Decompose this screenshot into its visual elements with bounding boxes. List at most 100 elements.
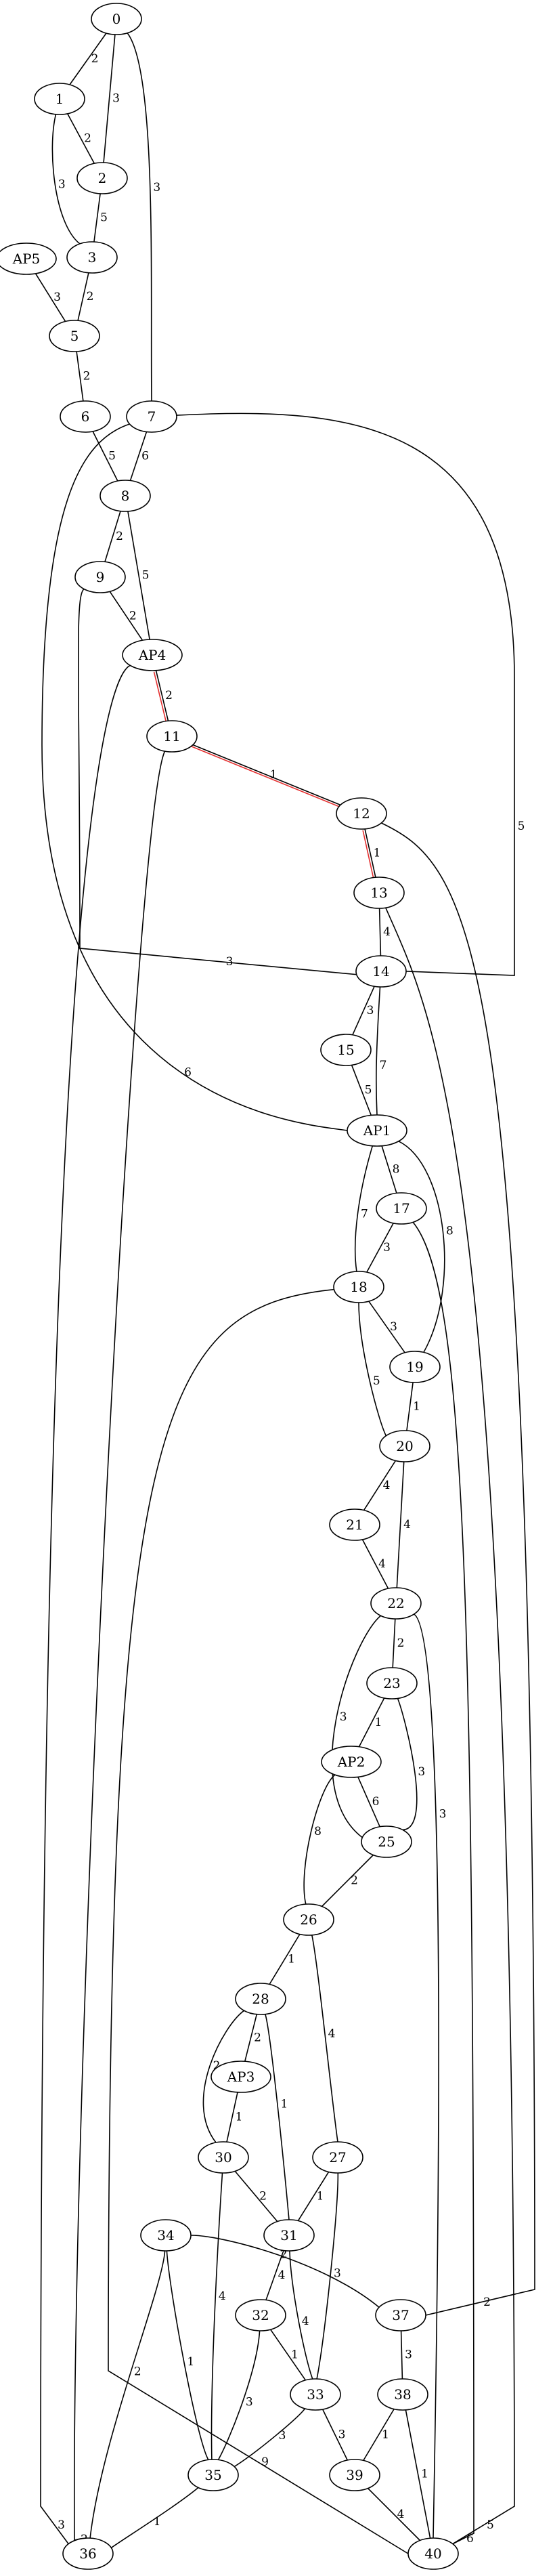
edge-13-40: [385, 907, 515, 2545]
node-shape-11: [146, 720, 198, 753]
node-label-27: 27: [329, 2149, 346, 2166]
node-9: 9: [74, 561, 126, 593]
edge-8-AP4: [127, 511, 150, 640]
node-8: 8: [99, 480, 151, 512]
node-shape-34: [140, 2219, 192, 2252]
edge-34-36: [89, 2250, 166, 2539]
edge-weight-39-40: 4: [397, 2508, 405, 2521]
edge-weight-14-AP1: 7: [380, 1059, 387, 1072]
node-label-8: 8: [121, 488, 130, 504]
node-21: 21: [329, 1508, 380, 1541]
node-33: 33: [290, 2378, 341, 2411]
edge-22-40: [414, 1613, 439, 2539]
edge-weight-0-2: 3: [112, 92, 120, 106]
node-label-18: 18: [350, 1279, 367, 1295]
node-shape-12: [336, 797, 387, 830]
edge-labels-layer: 2332353225665252323121245375878363591444…: [53, 52, 525, 2546]
edge-weight-31-32: 4: [278, 2268, 286, 2282]
edge-AP1-19: [398, 1141, 445, 1353]
edge-weight-AP2-25: 6: [372, 1795, 380, 1809]
edge-weight-AP4-11: 2: [165, 689, 173, 702]
edge-weight-27-31: 1: [317, 2190, 324, 2203]
node-label-17: 17: [393, 1200, 410, 1217]
node-shape-30: [198, 2141, 249, 2174]
node-label-15: 15: [337, 1042, 354, 1058]
node-25: 25: [361, 1825, 412, 1858]
node-shape-14: [355, 955, 407, 988]
node-label-26: 26: [300, 1912, 317, 1928]
edge-20-21: [363, 1460, 397, 1511]
node-label-AP3: AP3: [227, 2069, 255, 2085]
node-shape-AP2: [321, 1746, 382, 1778]
node-shape-6: [60, 400, 111, 433]
node-label-25: 25: [378, 1834, 395, 1850]
node-shape-AP4: [122, 639, 183, 671]
edge-weight-8-9: 2: [116, 530, 123, 543]
edge-weight-AP4-36: 3: [58, 2518, 65, 2532]
node-label-30: 30: [215, 2149, 231, 2166]
edge-38-39: [363, 2409, 395, 2461]
edge-AP3-30: [226, 2092, 238, 2142]
edge-1-3: [51, 114, 81, 245]
edge-weight-37-38: 3: [405, 2348, 412, 2362]
node-label-3: 3: [88, 249, 97, 266]
edge-28-30: [202, 2010, 245, 2143]
edge-38-40: [405, 2409, 431, 2539]
node-23: 23: [366, 1667, 418, 1699]
edge-weight-18-40: 9: [261, 2455, 269, 2469]
edge-22-23: [392, 1618, 396, 1668]
edge-0-2: [103, 34, 116, 163]
edge-35-36: [110, 2487, 199, 2549]
edge-13-14: [378, 908, 382, 956]
node-label-21: 21: [346, 1517, 363, 1533]
node-shape-39: [329, 2459, 380, 2491]
node-shape-AP5: [0, 242, 57, 275]
node-AP5: AP5: [0, 242, 57, 275]
node-label-20: 20: [396, 1438, 413, 1454]
node-shape-1: [34, 83, 85, 115]
edge-37-38: [400, 2330, 403, 2380]
node-shape-19: [389, 1351, 441, 1383]
node-label-14: 14: [372, 963, 389, 979]
node-label-9: 9: [96, 569, 105, 585]
edge-weight-8-AP4: 5: [142, 569, 150, 583]
edge-23-AP2: [358, 1697, 385, 1748]
edge-weight-35-36: 1: [154, 2515, 161, 2529]
node-label-11: 11: [163, 728, 180, 744]
edge-12-37: [381, 822, 535, 2316]
node-shape-13: [353, 877, 405, 909]
node-shape-18: [333, 1271, 384, 1303]
edge-14-15: [352, 986, 375, 1036]
edge-18-20: [358, 1302, 387, 1437]
edge-weight-AP5-5: 3: [53, 291, 61, 304]
node-label-34: 34: [157, 2227, 174, 2243]
edge-weight-33-39: 3: [338, 2428, 346, 2442]
edge-weight-22-23: 2: [397, 1637, 405, 1650]
node-shape-40: [407, 2537, 459, 2570]
edge-weight-20-21: 4: [383, 1479, 391, 1492]
node-shape-15: [320, 1034, 372, 1066]
highlight-edge-11-12: [190, 745, 339, 807]
node-label-22: 22: [387, 1595, 404, 1611]
node-13: 13: [353, 877, 405, 909]
node-19: 19: [389, 1351, 441, 1383]
node-1: 1: [34, 83, 85, 115]
node-AP4: AP4: [122, 639, 183, 671]
node-label-6: 6: [81, 408, 90, 425]
node-label-37: 37: [392, 2307, 409, 2323]
edge-14-AP1: [376, 986, 381, 1116]
edge-27-31: [297, 2171, 330, 2222]
edge-weight-32-33: 1: [291, 2348, 298, 2362]
edge-23-25: [397, 1698, 418, 1831]
edge-weight-26-27: 4: [328, 2027, 336, 2040]
node-AP1: AP1: [347, 1114, 407, 1147]
edge-weight-38-40: 1: [421, 2468, 428, 2481]
node-shape-37: [375, 2299, 426, 2331]
edge-32-33: [269, 2329, 307, 2381]
node-label-33: 33: [307, 2386, 324, 2403]
node-shape-3: [66, 241, 118, 274]
node-40: 40: [407, 2537, 459, 2570]
edge-weight-26-28: 1: [288, 1953, 295, 1966]
edge-2-3: [93, 193, 101, 242]
node-shape-38: [377, 2378, 428, 2411]
